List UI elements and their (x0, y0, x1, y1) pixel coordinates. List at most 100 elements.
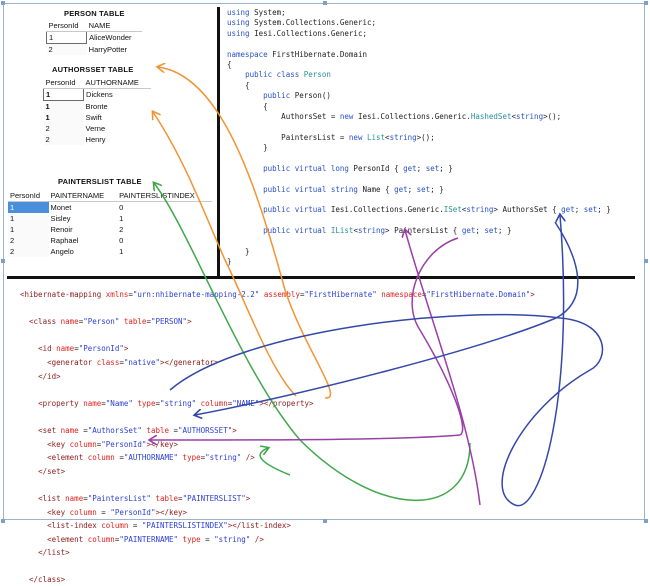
painterslist_table-cell[interactable]: 1 (119, 214, 124, 223)
authorsset_table-cell[interactable]: Swift (85, 113, 102, 122)
mapping_xml-line: </class> (29, 575, 66, 585)
csharp_code-line: using System.Collections.Generic; (227, 18, 377, 28)
csharp_code-line: } (227, 257, 232, 267)
arrow-painterslist-table (154, 183, 471, 501)
authorsset_table-cell[interactable]: Henry (85, 135, 106, 144)
resize-handle-bottom[interactable] (323, 519, 327, 523)
authorsset_table-column-header[interactable]: AUTHORNAME (83, 77, 151, 89)
csharp_code-line: { (227, 80, 250, 90)
authorsset_table-cell[interactable]: 1 (43, 100, 84, 112)
painterslist_table-cell[interactable]: 0 (119, 236, 124, 245)
authorsset_table-cell[interactable]: Bronte (85, 101, 108, 111)
arrow-authorsset-column (153, 112, 297, 397)
painterslist_table-cell[interactable]: 1 (8, 224, 49, 235)
painterslist_table-cell[interactable]: 1 (8, 201, 49, 213)
csharp_code-line: public virtual string Name { get; set; } (263, 184, 444, 194)
authorsset-table-title: AUTHORSSET TABLE (52, 65, 134, 74)
mapping_xml-line: <class name="Person" table="PERSON"> (29, 317, 192, 327)
painterslist_table-cell[interactable]: Renoir (50, 225, 73, 234)
painterslist_table-column-header[interactable]: PersonId (8, 190, 49, 202)
resize-handle-left[interactable] (1, 259, 5, 263)
authorsset_table-cell[interactable]: 2 (43, 134, 84, 145)
horizontal-divider (7, 276, 635, 279)
mapping-arrows (0, 0, 604, 507)
person_table-cell[interactable]: AliceWonder (89, 33, 132, 43)
csharp-person-class-code: using System;using System.Collections.Ge… (227, 8, 611, 268)
arrow-authorsset-property (169, 215, 604, 507)
mapping_xml-line: <element column ="AUTHORNAME" type="stri… (47, 453, 255, 463)
csharp_code-line: using System; (227, 8, 286, 17)
mapping_xml-line: <property name="Name" type="string" colu… (38, 398, 314, 408)
vertical-divider (217, 7, 220, 277)
mapping_xml-line: </set> (38, 466, 66, 476)
mapping_xml-line: <key column="PersonId"></key> (47, 439, 179, 449)
mapping_xml-line (20, 560, 535, 574)
csharp_code-line: { (227, 59, 232, 69)
painterslist_table-column-header[interactable]: PAINTERSLISTINDEX (117, 190, 212, 202)
person_table-cell[interactable]: 1 (45, 31, 88, 44)
mapping_xml-line: <key column = "PersonId"></key> (47, 507, 188, 517)
painterslist_table-cell[interactable]: Monet (50, 203, 72, 212)
painterslist_table-cell[interactable]: Raphael (50, 236, 79, 245)
diagram-frame (3, 3, 645, 520)
painterslist_table-cell[interactable]: 0 (119, 203, 124, 212)
mapping_xml-line: <list name="PaintersList" table="PAINTER… (38, 493, 251, 503)
resize-handle-right[interactable] (644, 259, 648, 263)
painterslist_table-column-header[interactable]: PAINTERNAME (48, 190, 118, 202)
resize-handle-bottom-left[interactable] (1, 519, 5, 523)
mapping_xml-line: </list> (38, 548, 70, 558)
person_table-column-header[interactable]: NAME (86, 20, 142, 32)
person_table-cell[interactable]: HarryPotter (88, 44, 127, 54)
painterslist_table-cell[interactable]: 2 (119, 225, 124, 234)
csharp_code-line: public virtual Iesi.Collections.Generic.… (263, 205, 611, 215)
csharp_code-line: public class Person (245, 70, 331, 80)
csharp_code-line: } (227, 143, 268, 153)
painterslist_table-cell[interactable]: 1 (8, 213, 49, 224)
arrow-painterslist-property (150, 237, 464, 440)
painterslist_table-cell[interactable]: 2 (8, 246, 49, 257)
mapping_xml-line: <generator class="native"></generator> (47, 357, 219, 367)
arrow-authorsset-return (195, 221, 579, 415)
authorsset_table-cell[interactable]: Verne (85, 124, 106, 133)
mapping_xml-line: </id> (38, 371, 61, 381)
painterslist_table-cell[interactable]: 2 (8, 235, 49, 246)
arrow-painterslist-loop (405, 230, 481, 506)
csharp_code-line: public virtual IList<string> PaintersLis… (263, 226, 512, 236)
person-table-title: PERSON TABLE (64, 9, 125, 18)
csharp_code-line: public virtual long PersonId { get; set;… (263, 163, 453, 173)
csharp_code-line: namespace FirstHibernate.Domain (227, 49, 367, 59)
csharp_code-line: { (227, 101, 268, 111)
resize-handle-top-left[interactable] (1, 1, 5, 5)
painterslist_table-cell[interactable]: Sisley (50, 214, 71, 223)
csharp_code-line: public Person() (263, 91, 331, 101)
authorsset_table-cell[interactable]: 1 (43, 112, 84, 123)
authorsset_table-cell[interactable]: Dickens (86, 90, 113, 100)
resize-handle-top-right[interactable] (644, 1, 648, 5)
csharp_code-line: using Iesi.Collections.Generic; (227, 28, 367, 38)
painterslist-table-title: PAINTERSLIST TABLE (58, 177, 142, 186)
resize-handle-top[interactable] (323, 1, 327, 5)
arrow-authorsset-table (158, 67, 332, 399)
authorsset_table-cell[interactable]: 2 (43, 123, 84, 134)
person_table-cell[interactable]: 2 (46, 43, 87, 55)
mapping_xml-line: <element column="PAINTERNAME" type = "st… (47, 534, 264, 544)
authorsset_table-cell[interactable]: 1 (42, 88, 85, 101)
painterslist_table-cell[interactable]: 1 (119, 247, 124, 256)
resize-handle-bottom-right[interactable] (644, 519, 648, 523)
painterslist_table-cell[interactable]: Angelo (50, 247, 74, 256)
csharp_code-line: PaintersList = new List<string>(); (227, 132, 435, 142)
